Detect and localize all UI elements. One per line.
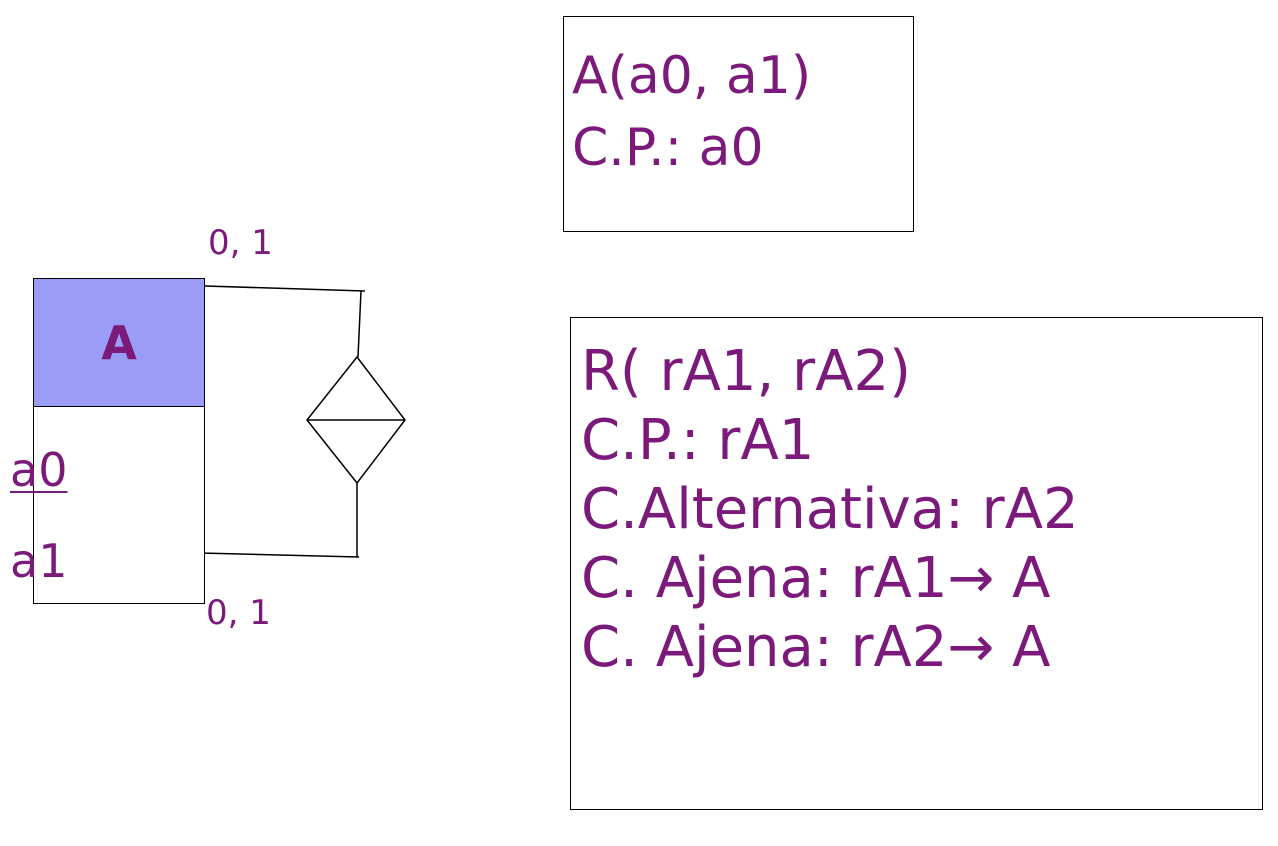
table-r-foreign-key-2: C. Ajena: rA2→ A: [581, 614, 1051, 680]
table-r-alternate-key: C.Alternativa: rA2: [581, 476, 1079, 542]
entity-a: A: [33, 278, 205, 604]
table-a-schema: A(a0, a1) C.P.: a0: [563, 16, 914, 232]
relationship-diamond: [306, 355, 406, 485]
top-connector-line: [204, 285, 366, 292]
cardinality-top: 0, 1: [208, 223, 273, 263]
table-a-definition: A(a0, a1): [572, 46, 812, 106]
top-vertical-line: [357, 290, 362, 358]
cardinality-bottom: 0, 1: [206, 593, 271, 633]
attribute-a1: a1: [10, 534, 68, 588]
table-r-definition: R( rA1, rA2): [581, 339, 911, 404]
table-r-schema: R( rA1, rA2) C.P.: rA1 C.Alternativa: rA…: [570, 317, 1263, 810]
table-r-foreign-key-1: C. Ajena: rA1→ A: [581, 545, 1051, 611]
attribute-a0-primary-key: a0: [10, 443, 68, 497]
table-a-primary-key: C.P.: a0: [572, 117, 764, 178]
entity-name: A: [34, 279, 204, 407]
table-r-primary-key: C.P.: rA1: [581, 407, 815, 473]
bottom-connector-line: [199, 552, 360, 558]
